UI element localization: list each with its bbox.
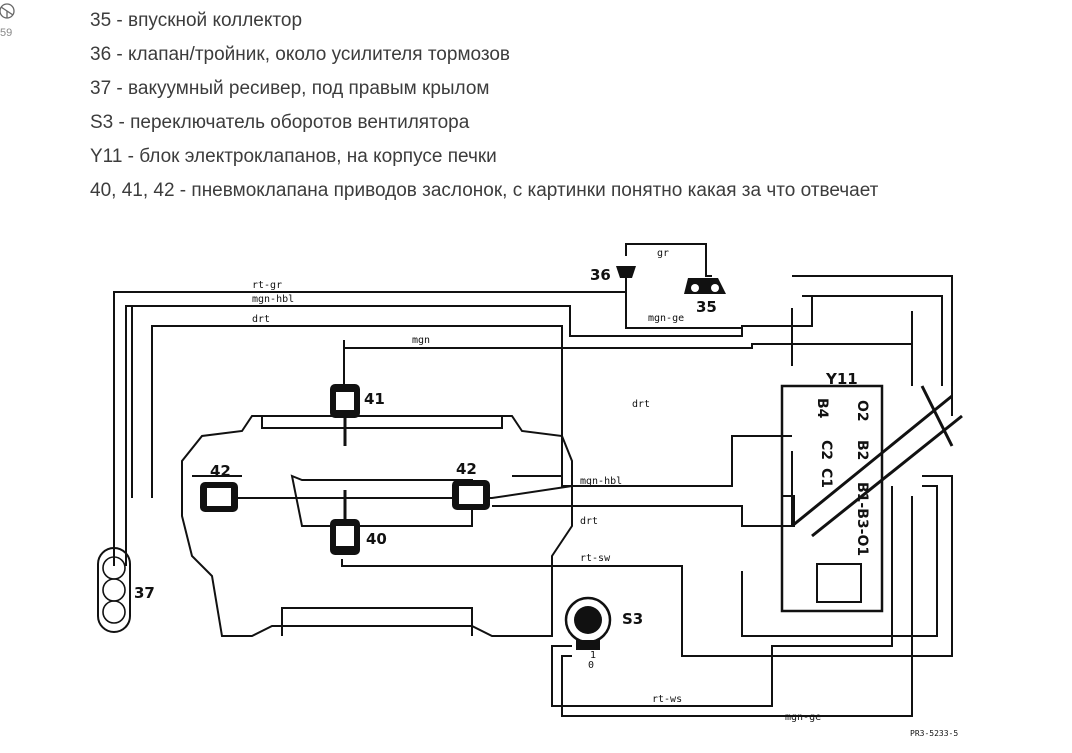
steering-wheel-icon	[0, 0, 16, 40]
fan-switch-s3: S3 1 0	[564, 596, 643, 671]
pin-o2: O2	[854, 400, 870, 422]
label-rt-sw: rt-sw	[580, 553, 611, 564]
legend-item-y11: Y11 - блок электроклапанов, на корпусе п…	[90, 146, 497, 167]
pin-b4: B4	[814, 398, 830, 419]
label-rt-ws: rt-ws	[652, 694, 682, 705]
tubes	[113, 243, 953, 717]
pin-c2: C2	[818, 440, 834, 460]
pin-b2: B2	[854, 440, 870, 460]
label-s3: S3	[622, 610, 643, 628]
label-drt-top: drt	[252, 314, 270, 325]
label-42-right: 42	[456, 460, 477, 478]
tee-valve-36: 36	[590, 266, 636, 284]
label-mgn-ge-bottom: mgn-ge	[785, 712, 821, 723]
label-mgn-ge-top: mgn-ge	[648, 313, 684, 324]
heater-housing	[181, 415, 573, 637]
label-drt-low: drt	[580, 516, 598, 527]
label-gr: gr	[657, 248, 669, 259]
vacuum-diagram: rt-gr mgn-hbl drt mgn drt mgn-hbl drt rt…	[97, 243, 963, 738]
legend-item-35: 35 - впускной коллектор	[90, 10, 303, 31]
label-40: 40	[366, 530, 387, 548]
legend: 35 - впускной коллектор 36 - клапан/трой…	[90, 4, 878, 208]
label-rt-gr: rt-gr	[252, 280, 282, 291]
legend-item-40-41-42: 40, 41, 42 - пневмоклапана приводов засл…	[90, 180, 879, 201]
legend-item-36: 36 - клапан/тройник, около усилителя тор…	[90, 44, 511, 65]
label-mgn-hbl-mid: mgn-hbl	[580, 476, 622, 487]
label-37: 37	[134, 584, 155, 602]
label-mgn: mgn	[412, 335, 430, 346]
label-drt-mid: drt	[632, 399, 650, 410]
label-35: 35	[696, 298, 717, 316]
reference-code: PR3-5233-5	[910, 729, 958, 738]
label-36: 36	[590, 266, 611, 284]
actuator-40: 40	[330, 490, 387, 555]
solenoid-block-y11: Y11 B4 O2 C2 C1 B2 B1-B3-O1	[780, 370, 963, 613]
legend-item-37: 37 - вакуумный ресивер, под правым крыло…	[90, 78, 490, 99]
pin-b1-b3-o1: B1-B3-O1	[854, 482, 870, 556]
legend-item-s3: S3 - переключатель оборотов вентилятора	[90, 112, 470, 133]
vacuum-reservoir-37: 37	[97, 547, 155, 633]
label-41: 41	[364, 390, 385, 408]
actuator-42-left: 42	[200, 462, 238, 512]
pin-c1: C1	[818, 468, 834, 488]
label-mgn-hbl-top: mgn-hbl	[252, 294, 294, 305]
view-count: 59	[0, 27, 13, 39]
s3-mark-1: 1	[590, 650, 596, 661]
actuator-41: 41	[330, 384, 385, 446]
s3-mark-0: 0	[588, 660, 594, 671]
tube-labels: rt-gr mgn-hbl drt mgn drt mgn-hbl drt rt…	[252, 248, 821, 723]
label-y11: Y11	[825, 370, 858, 388]
intake-manifold-35: 35	[684, 278, 726, 316]
label-42-left: 42	[210, 462, 231, 480]
actuator-42-right: 42	[452, 460, 490, 510]
